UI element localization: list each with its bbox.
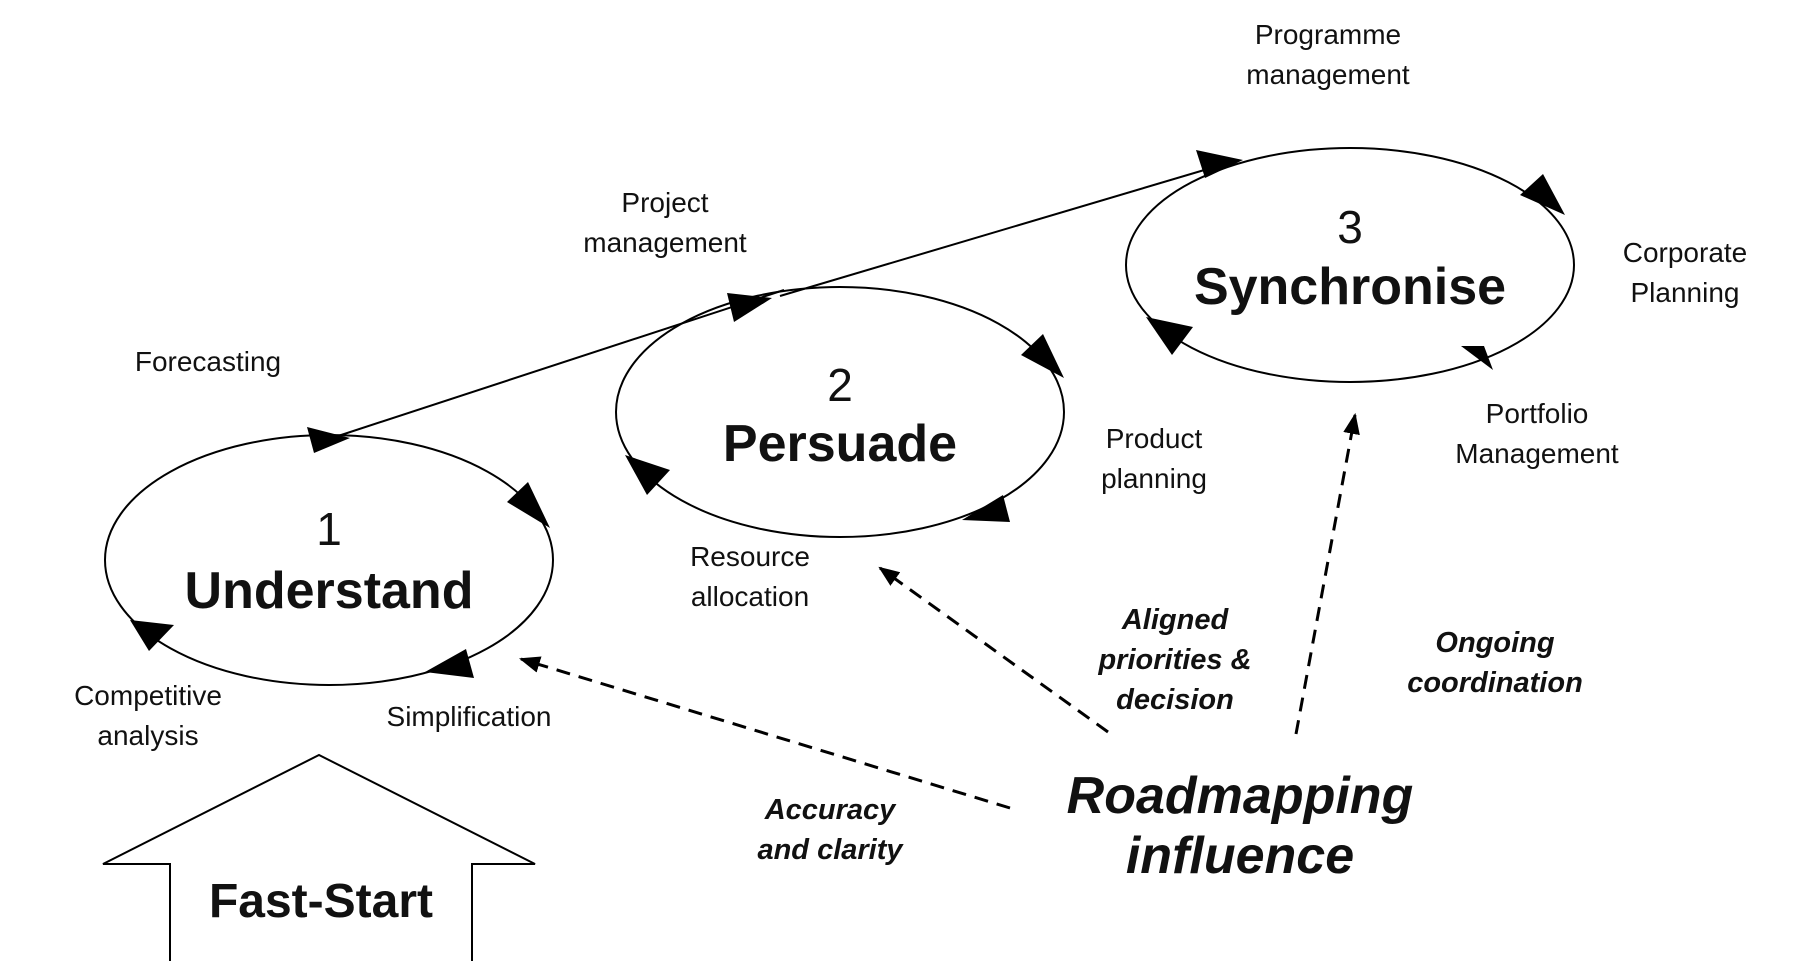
cycle-arrowhead (1461, 346, 1493, 370)
cycle-arrowhead (507, 482, 550, 528)
cycle-arrowhead (1146, 317, 1193, 355)
cycle-arrowhead (625, 455, 670, 495)
influence-arrow-understand (518, 656, 1011, 810)
stage-3-name: Synchronise (1193, 258, 1507, 316)
cycle-ellipse-understand (104, 434, 554, 686)
connector-1-to-2 (334, 289, 785, 438)
stage-2-number: 2 (827, 359, 853, 411)
fast-start-label: Fast-Start (208, 875, 434, 928)
label-simplification: Simplification (386, 701, 552, 732)
stage-2-name: Persuade (722, 415, 958, 473)
cycle-arrowhead (130, 620, 174, 651)
stage-1-number: 1 (316, 503, 342, 555)
cycle-ellipse-persuade (615, 286, 1065, 538)
connector-arrowhead-1 (307, 427, 350, 453)
influence-arrow-synchronise (1294, 412, 1360, 735)
stage-3-number: 3 (1337, 201, 1363, 253)
influence-arrow-persuade (878, 566, 1109, 734)
cycle-arrowhead (1021, 334, 1064, 378)
cycle-arrowhead (1520, 174, 1565, 215)
cycle-ellipse-synchronise (1125, 147, 1575, 383)
connector-arrowhead-3 (1196, 150, 1243, 178)
label-forecasting: Forecasting (134, 346, 282, 377)
stage-1-name: Understand (184, 562, 474, 620)
fast-start-arrow (102, 753, 536, 961)
cycle-arrowhead (425, 649, 474, 678)
cycle-arrowhead (962, 495, 1010, 522)
connector-2-to-3 (779, 159, 1239, 297)
